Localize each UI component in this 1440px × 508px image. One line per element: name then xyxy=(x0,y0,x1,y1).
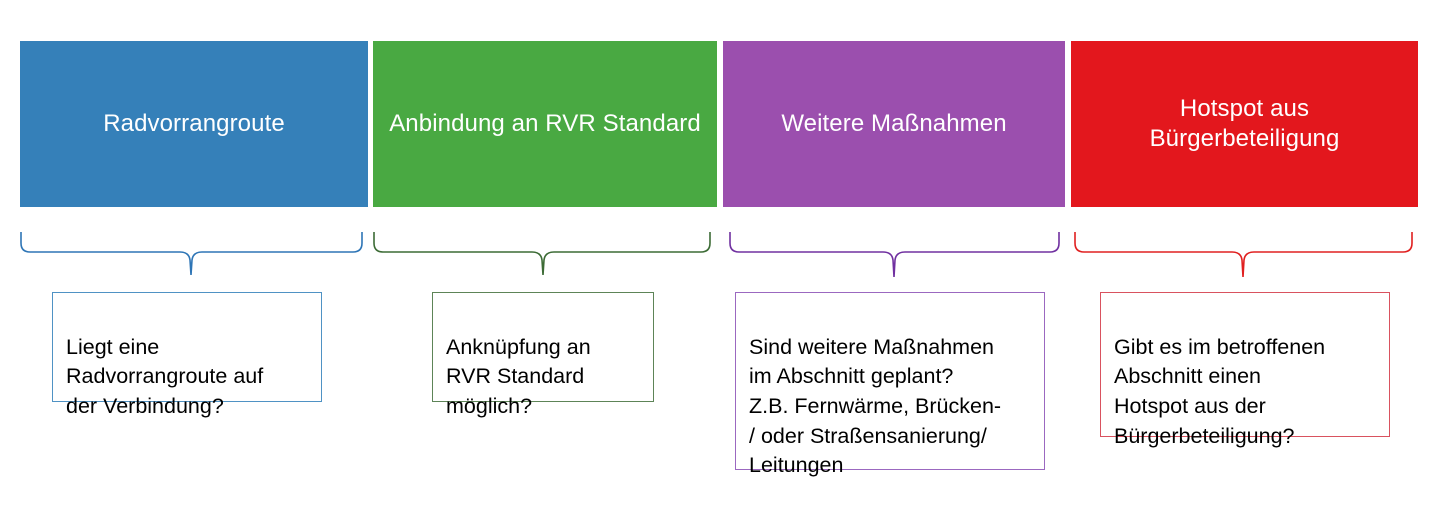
banner-hotspot-buergerbeteiligung[interactable]: Hotspot aus Bürgerbeteiligung xyxy=(1071,41,1418,207)
banner-weitere-massnahmen[interactable]: Weitere Maßnahmen xyxy=(723,41,1065,207)
question-box-hotspot-buergerbeteiligung[interactable]: Gibt es im betroffenen Abschnitt einen H… xyxy=(1100,292,1390,448)
question-box-radvorrangroute[interactable]: Liegt eine Radvorrangroute auf der Verbi… xyxy=(52,292,322,418)
brace-weitere-massnahmen xyxy=(729,232,1060,278)
brace-radvorrangroute xyxy=(20,232,363,276)
brace-anbindung-rvr-standard xyxy=(373,232,711,276)
banner-anbindung-rvr-standard[interactable]: Anbindung an RVR Standard xyxy=(373,41,717,207)
banner-label: Hotspot aus Bürgerbeteiligung xyxy=(1149,95,1340,152)
banner-label: Anbindung an RVR Standard xyxy=(389,110,701,137)
question-text: Anknüpfung an RVR Standard möglich? xyxy=(446,334,591,418)
question-text: Liegt eine Radvorrangroute auf der Verbi… xyxy=(66,334,264,418)
banner-label: Weitere Maßnahmen xyxy=(781,110,1007,137)
brace-hotspot-buergerbeteiligung xyxy=(1074,232,1413,278)
question-text: Sind weitere Maßnahmen im Abschnitt gepl… xyxy=(749,334,1002,478)
question-box-weitere-massnahmen[interactable]: Sind weitere Maßnahmen im Abschnitt gepl… xyxy=(735,292,1045,477)
question-text: Gibt es im betroffenen Abschnitt einen H… xyxy=(1114,334,1326,448)
banner-radvorrangroute[interactable]: Radvorrangroute xyxy=(20,41,368,207)
banner-label: Radvorrangroute xyxy=(103,110,285,137)
question-box-anbindung-rvr-standard[interactable]: Anknüpfung an RVR Standard möglich? xyxy=(432,292,654,418)
